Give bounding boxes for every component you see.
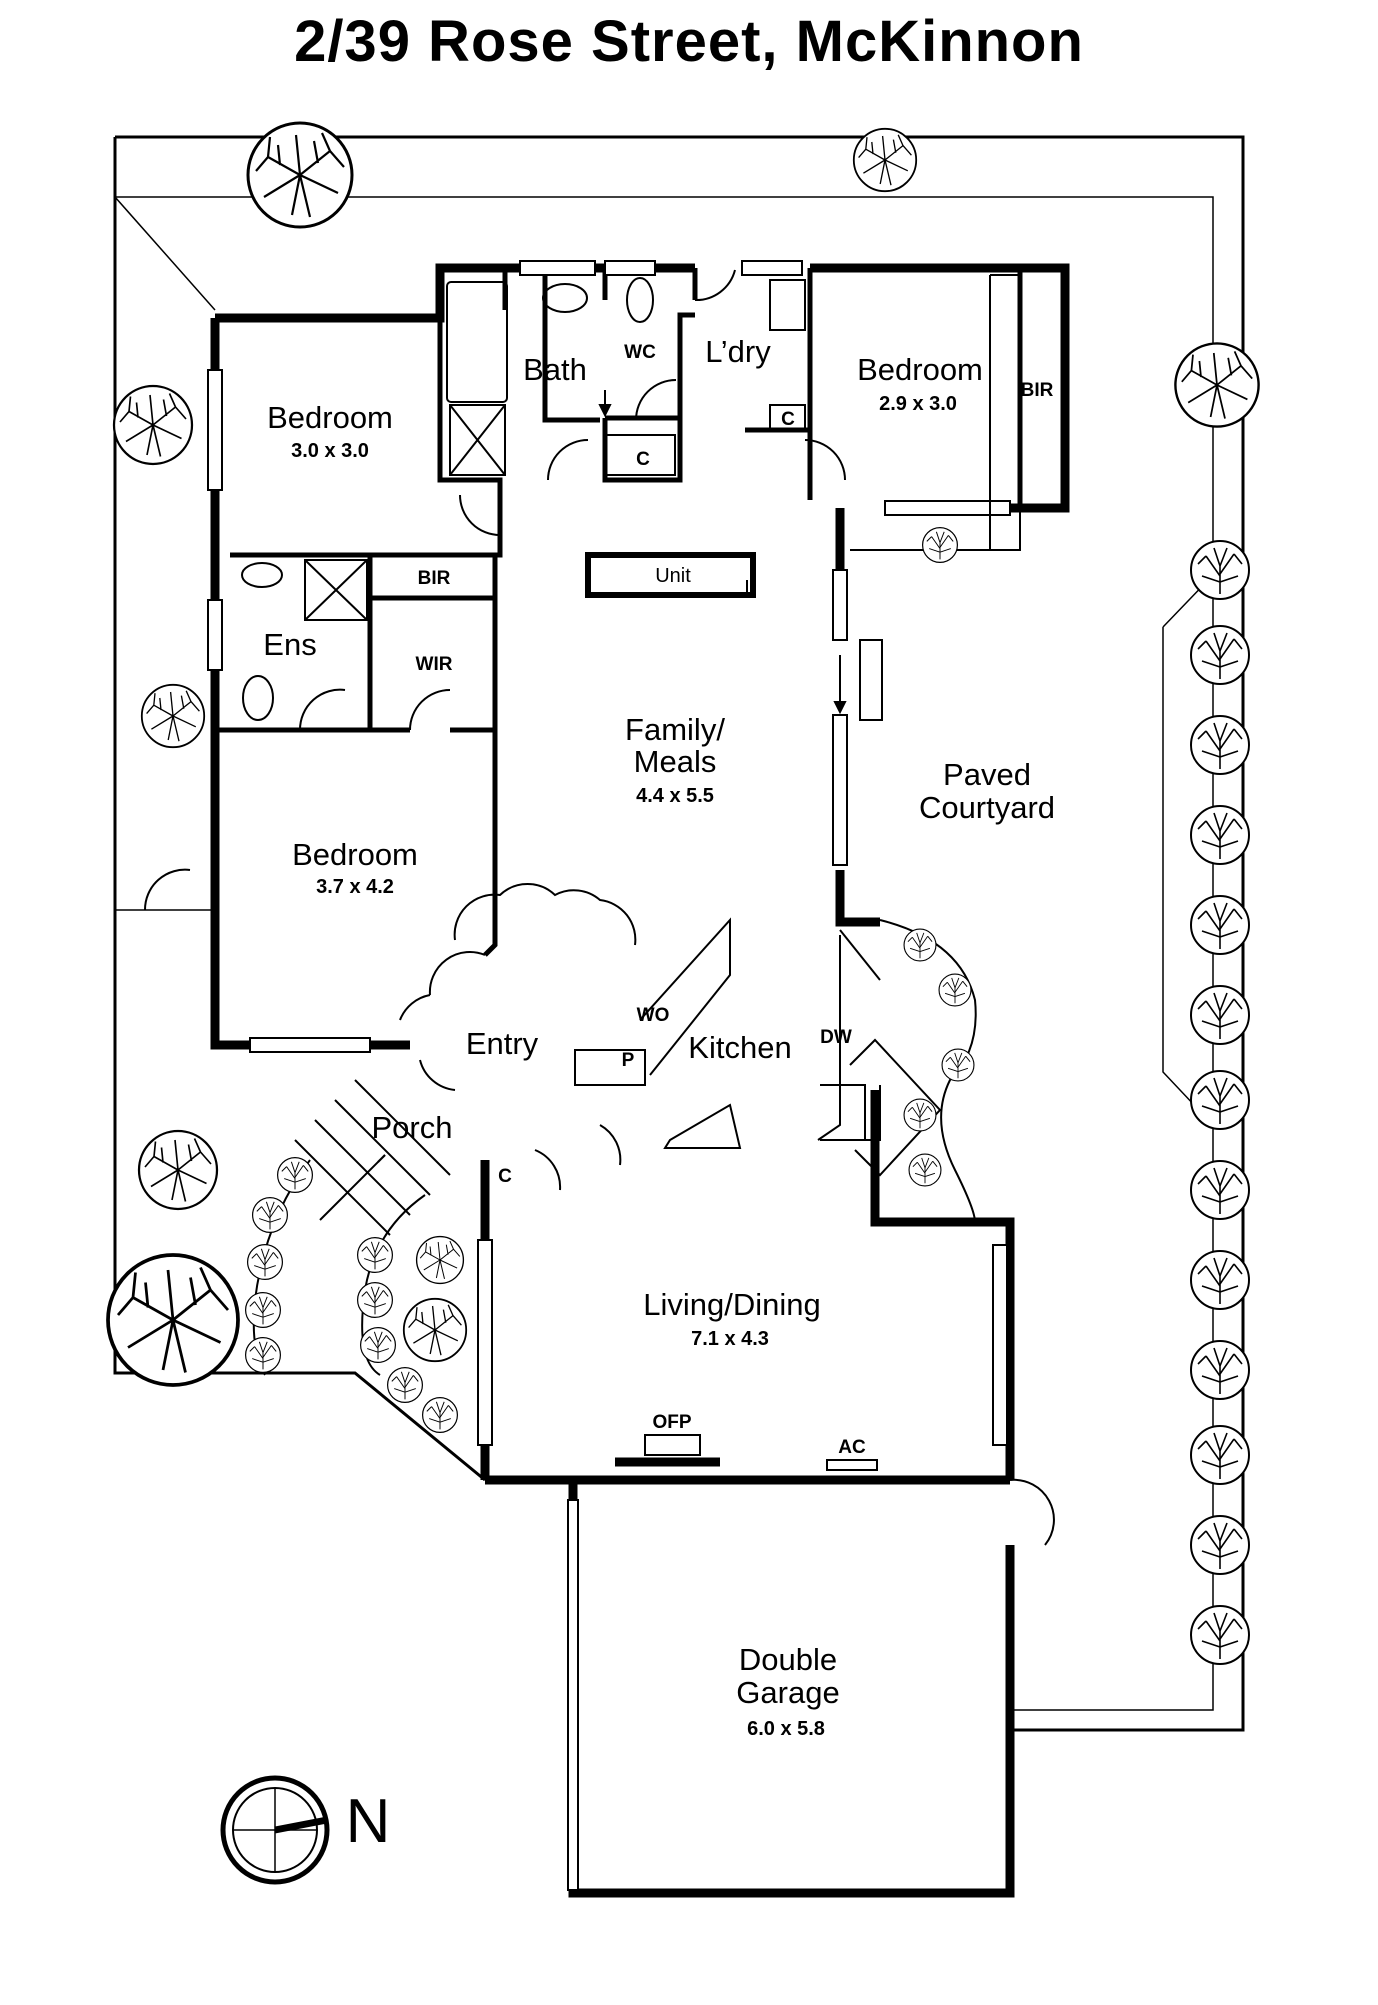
label-courtyard-2: Courtyard xyxy=(919,790,1055,825)
windows xyxy=(207,260,1011,1891)
shrub-icon xyxy=(922,527,959,564)
shrub-icon xyxy=(245,1336,281,1374)
label-unit: Unit xyxy=(655,565,691,587)
fixtures xyxy=(241,274,1020,1471)
label-wir: WIR xyxy=(416,654,453,675)
label-ensuite: Ens xyxy=(263,627,316,662)
shrub-icon xyxy=(1190,540,1250,600)
dim-family-meals: 4.4 x 5.5 xyxy=(636,785,714,807)
tree-icon xyxy=(106,1253,240,1387)
shrub-icon xyxy=(1190,805,1250,865)
tree-icon xyxy=(1174,342,1260,428)
doors xyxy=(143,269,1055,1546)
shrub-icon xyxy=(245,1291,281,1329)
label-kitchen: Kitchen xyxy=(688,1030,791,1065)
label-garage-2: Garage xyxy=(736,1675,839,1710)
shrub-icon xyxy=(1190,1515,1250,1575)
compass-north-label: N xyxy=(346,1787,391,1856)
dim-bedroom-w: 3.7 x 4.2 xyxy=(316,876,394,898)
label-bir-ne: BIR xyxy=(1021,380,1054,401)
shrub-icon xyxy=(357,1281,393,1319)
tree-icon xyxy=(112,384,194,466)
shrub-icon xyxy=(1190,1340,1250,1400)
shrub-icon xyxy=(903,1098,937,1132)
fixture-labels: C C C WO P DW OFP AC xyxy=(498,409,866,1458)
shrub-icon xyxy=(1190,895,1250,955)
label-bath: Bath xyxy=(523,352,587,387)
label-cupboard-2: C xyxy=(781,409,795,430)
shrub-icon xyxy=(357,1236,393,1274)
shrub-icon xyxy=(903,928,937,962)
arrows xyxy=(377,390,847,1163)
label-bedroom-nw: Bedroom xyxy=(267,400,393,435)
tree-icon xyxy=(852,127,918,193)
shrub-icon xyxy=(941,1048,975,1082)
shrub-icon xyxy=(277,1156,313,1194)
shrub-icon xyxy=(252,1196,288,1234)
label-cupboard-1: C xyxy=(636,449,650,470)
dim-garage: 6.0 x 5.8 xyxy=(747,1718,825,1740)
label-living-dining: Living/Dining xyxy=(643,1287,821,1322)
label-pantry: P xyxy=(622,1050,635,1071)
tree-icon xyxy=(137,1129,219,1211)
shrub-icon xyxy=(1190,715,1250,775)
label-wc: WC xyxy=(624,342,656,363)
label-family-meals-2: Meals xyxy=(634,744,717,779)
shrub-icon xyxy=(387,1366,423,1404)
shrub-icon xyxy=(1190,1070,1250,1130)
label-family-meals-1: Family/ xyxy=(625,712,725,747)
shrub-icon xyxy=(1190,1605,1250,1665)
shrub-icon xyxy=(1190,985,1250,1045)
room-labels: Bedroom 3.0 x 3.0 Bath WC L’dry Bedroom … xyxy=(263,334,1055,1740)
label-garage-1: Double xyxy=(739,1642,837,1677)
tree-icon xyxy=(246,121,354,229)
label-cupboard-3: C xyxy=(498,1166,512,1187)
label-entry: Entry xyxy=(466,1026,539,1061)
tree-icon xyxy=(402,1297,468,1363)
label-porch: Porch xyxy=(372,1110,453,1145)
shrub-icon xyxy=(1190,1250,1250,1310)
shrub-icon xyxy=(360,1326,396,1364)
label-laundry: L’dry xyxy=(705,334,771,369)
shrub-icon xyxy=(422,1396,459,1434)
dim-bedroom-ne: 2.9 x 3.0 xyxy=(879,393,957,415)
shrub-icon xyxy=(1190,1425,1250,1485)
label-air-conditioner: AC xyxy=(838,1437,866,1458)
label-courtyard-1: Paved xyxy=(943,757,1031,792)
label-bedroom-ne: Bedroom xyxy=(857,352,983,387)
shrub-icon xyxy=(247,1243,283,1281)
tree-icon xyxy=(140,683,206,749)
shrub-icon xyxy=(1190,1160,1250,1220)
label-open-fireplace: OFP xyxy=(652,1412,691,1433)
label-dishwasher: DW xyxy=(820,1027,852,1048)
plan-title: 2/39 Rose Street, McKinnon xyxy=(294,9,1084,74)
label-wall-oven: WO xyxy=(637,1005,670,1026)
dim-bedroom-nw: 3.0 x 3.0 xyxy=(291,440,369,462)
shrub-icon xyxy=(908,1153,942,1187)
shrub-icon xyxy=(938,973,972,1007)
north-compass-icon xyxy=(220,1775,330,1885)
dim-living-dining: 7.1 x 4.3 xyxy=(691,1328,769,1350)
shrub-icon xyxy=(1190,625,1250,685)
tree-icon xyxy=(415,1235,465,1285)
interior-walls xyxy=(215,265,1023,957)
label-bedroom-w: Bedroom xyxy=(292,837,418,872)
label-bir-w: BIR xyxy=(418,568,451,589)
